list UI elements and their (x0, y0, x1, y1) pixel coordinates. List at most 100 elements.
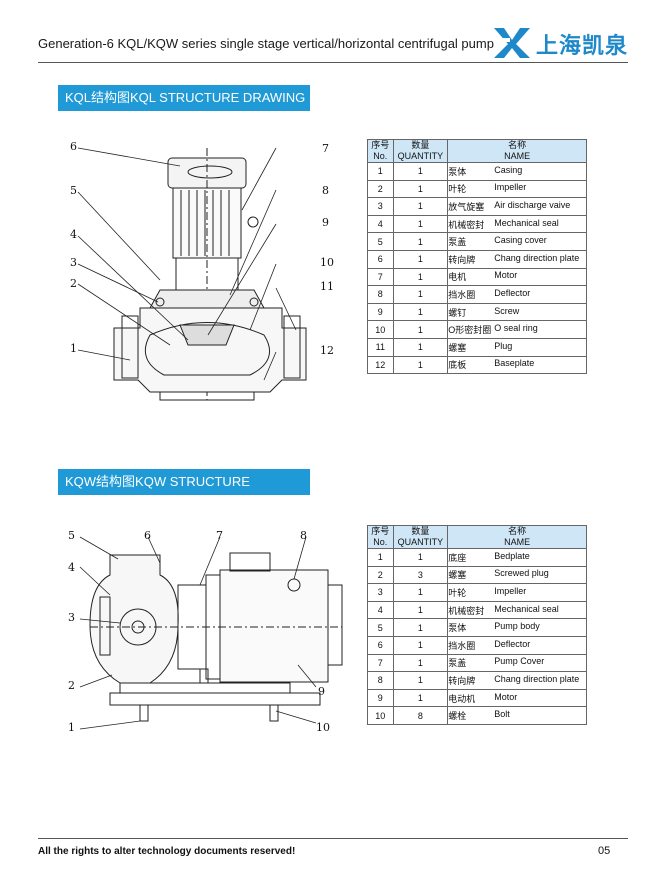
row-name-en: O seal ring (494, 323, 538, 334)
row-name: 挡水圈 Deflector (447, 635, 587, 655)
row-name-cn: 螺钉 (448, 307, 467, 318)
row-name: 电机 Motor (447, 267, 587, 287)
kql-callout-5: 5 (70, 184, 77, 197)
row-quantity: 1 (392, 548, 449, 567)
kqw-callout-8: 8 (300, 529, 307, 542)
row-name-cn: 挡水圈 (448, 640, 476, 651)
row-name-en: Mechanical seal (494, 603, 559, 614)
row-number: 7 (367, 267, 394, 287)
page-number: 05 (598, 845, 611, 857)
row-name-en: Casing (494, 164, 523, 175)
row-number: 5 (367, 232, 394, 251)
row-name-en: Air discharge vaive (494, 199, 571, 210)
row-name-cn: 电机 (448, 272, 467, 283)
kql-callout-8: 8 (322, 184, 329, 197)
row-name-en: Deflector (494, 287, 531, 298)
row-number: 9 (367, 302, 394, 322)
row-number: 7 (367, 653, 394, 673)
row-name-en: Pump Cover (494, 656, 545, 667)
kqw-callout-6: 6 (144, 529, 151, 542)
row-name-en: Chang direction plate (494, 252, 580, 263)
row-quantity: 3 (392, 565, 449, 585)
row-number: 6 (367, 635, 394, 655)
row-number: 1 (367, 548, 394, 567)
kql-structure-drawing: 6 7 5 8 4 9 3 10 2 11 1 12 (70, 140, 334, 401)
row-name-en: Casing cover (494, 235, 547, 246)
kqw-callout-10: 10 (316, 721, 330, 734)
row-quantity: 1 (392, 355, 449, 375)
row-name-cn: 机械密封 (448, 605, 485, 616)
row-name-en: Motor (494, 270, 518, 281)
row-number: 2 (367, 565, 394, 585)
row-name-cn: 螺栓 (448, 711, 467, 722)
footer-divider (38, 838, 628, 839)
row-name-en: Impeller (494, 182, 527, 193)
row-name-en: Impeller (494, 585, 527, 596)
row-number: 4 (367, 214, 394, 234)
row-quantity: 1 (392, 653, 449, 673)
kql-callout-3: 3 (70, 256, 77, 269)
kql-callout-10: 10 (320, 256, 334, 269)
row-name-cn: 螺塞 (448, 342, 467, 353)
row-name-cn: 泵体 (448, 166, 467, 177)
kqw-callout-9: 9 (318, 685, 325, 698)
kql-callout-2: 2 (70, 277, 77, 290)
row-name-en: Mechanical seal (494, 217, 559, 228)
row-name: 泵体 Casing (447, 162, 587, 181)
row-quantity: 1 (392, 232, 449, 251)
row-name-en: Pump body (494, 621, 540, 632)
row-quantity: 8 (392, 706, 449, 725)
row-name-cn: 泵盖 (448, 237, 467, 248)
row-number: 9 (367, 688, 394, 708)
row-number: 3 (367, 583, 394, 602)
kqw-structure-drawing: 5 6 7 8 4 3 2 9 1 10 (68, 529, 343, 734)
row-quantity: 1 (392, 688, 449, 708)
row-name-cn: 底座 (448, 552, 467, 563)
row-name-cn: 放气旋塞 (448, 201, 485, 212)
row-quantity: 1 (392, 179, 449, 199)
kqw-callout-2: 2 (68, 679, 75, 692)
row-name-cn: 底板 (448, 360, 467, 371)
row-quantity: 1 (392, 267, 449, 287)
kql-section-heading: KQL结构图KQL STRUCTURE DRAWING (58, 85, 310, 111)
kql-callout-4: 4 (70, 228, 77, 241)
row-quantity: 1 (392, 320, 449, 339)
row-name-en: Bedplate (494, 550, 530, 561)
row-name-en: Screwed plug (494, 568, 549, 579)
row-quantity: 1 (392, 583, 449, 602)
row-name-en: Deflector (494, 638, 531, 649)
row-name-cn: 电动机 (448, 693, 476, 704)
row-quantity: 1 (392, 285, 449, 304)
row-name-en: Screw (494, 305, 520, 316)
row-name-cn: 挡水圈 (448, 289, 476, 300)
kql-callout-9: 9 (322, 216, 329, 229)
row-quantity: 1 (392, 162, 449, 181)
kql-callout-1: 1 (70, 342, 77, 355)
row-name: 泵盖 Casing cover (447, 232, 587, 251)
kql-callout-6: 6 (70, 140, 77, 153)
row-name: 底座 Bedplate (447, 548, 587, 567)
